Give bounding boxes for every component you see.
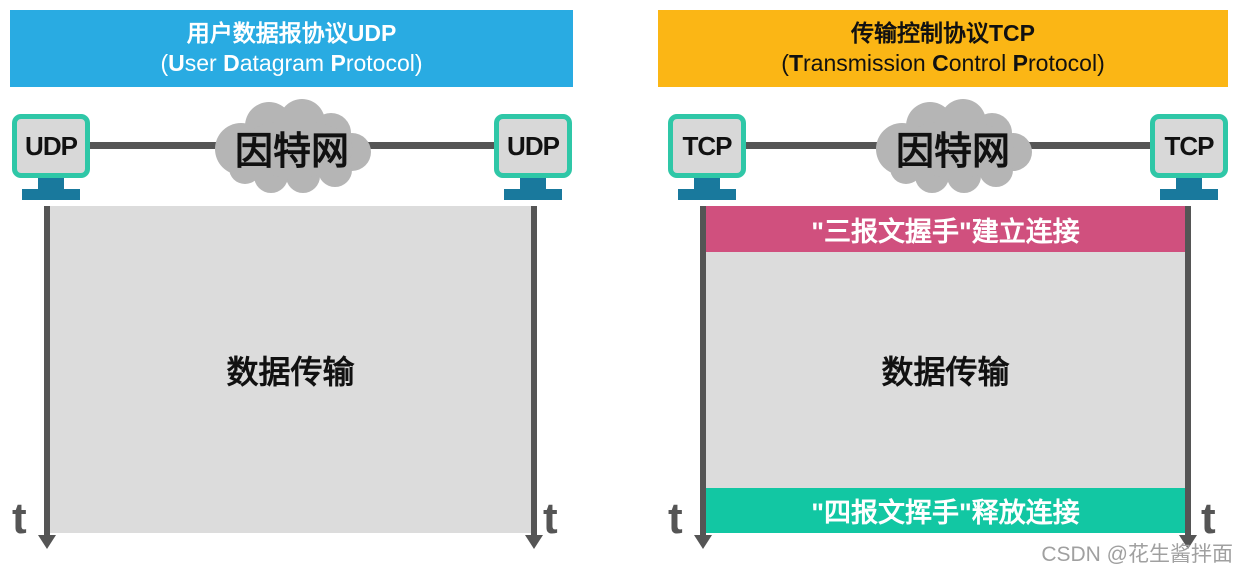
tcp-header: 传输控制协议TCP (Transmission Control Protocol… — [658, 10, 1228, 87]
arrow-head-icon — [525, 535, 543, 549]
arrow-head-icon — [694, 535, 712, 549]
subtitle-segment: rotocol — [1028, 49, 1098, 76]
tcp-header-title: 传输控制协议TCP — [851, 19, 1035, 46]
udp-time-label-left: t — [12, 494, 27, 543]
monitor-stand-neck — [694, 178, 720, 189]
subtitle-segment: atagram — [239, 49, 331, 76]
monitor-stand-base — [22, 189, 80, 200]
udp-data-transfer-box: 数据传输 — [47, 206, 534, 533]
udp-time-arrow-left — [38, 206, 56, 549]
cloud-label: 因特网 — [234, 130, 349, 173]
monitor-stand-neck — [1176, 178, 1202, 189]
subtitle-segment: rotocol — [345, 49, 415, 76]
host-label: TCP — [1164, 130, 1215, 161]
tcp-teardown-bar: "四报文挥手"释放连接 — [703, 488, 1188, 533]
monitor-screen: TCP — [1150, 114, 1228, 178]
subtitle-segment: C — [932, 49, 949, 76]
tcp-teardown-label: "四报文挥手"释放连接 — [811, 498, 1080, 528]
host-label: TCP — [682, 130, 733, 161]
cloud-label: 因特网 — [895, 130, 1010, 173]
tcp-time-label-left: t — [668, 494, 683, 543]
subtitle-segment: ( — [160, 49, 169, 76]
monitor-stand-base — [678, 189, 736, 200]
subtitle-segment: ontrol — [948, 49, 1013, 76]
monitor-screen: UDP — [494, 114, 572, 178]
subtitle-segment: U — [168, 49, 185, 76]
tcp-time-arrow-left — [694, 206, 712, 549]
monitor-screen: UDP — [12, 114, 90, 178]
subtitle-segment: ( — [781, 49, 789, 76]
udp-internet-cloud: 因特网 — [203, 97, 381, 197]
udp-data-transfer-label: 数据传输 — [226, 353, 355, 390]
arrow-head-icon — [1179, 535, 1197, 549]
tcp-host-right: TCP — [1150, 114, 1228, 200]
subtitle-segment: D — [223, 49, 240, 76]
tcp-data-transfer-box: "三报文握手"建立连接 数据传输 "四报文挥手"释放连接 — [703, 206, 1188, 533]
tcp-host-left: TCP — [668, 114, 746, 200]
watermark: CSDN @花生酱拌面 — [1041, 543, 1233, 566]
host-label: UDP — [507, 130, 560, 161]
subtitle-segment: ) — [1097, 49, 1105, 76]
tcp-handshake-label: "三报文握手"建立连接 — [811, 216, 1080, 247]
monitor-screen: TCP — [668, 114, 746, 178]
tcp-data-transfer-label: 数据传输 — [881, 353, 1010, 390]
tcp-handshake-bar: "三报文握手"建立连接 — [703, 206, 1188, 252]
tcp-time-label-right: t — [1201, 494, 1216, 543]
arrow-head-icon — [38, 535, 56, 549]
udp-host-right: UDP — [494, 114, 572, 200]
monitor-stand-base — [504, 189, 562, 200]
tcp-header-subtitle: (Transmission Control Protocol) — [781, 49, 1104, 79]
cloud-icon — [215, 99, 371, 193]
subtitle-segment: T — [788, 49, 803, 76]
udp-header: 用户数据报协议UDP (User Datagram Protocol) — [10, 10, 573, 87]
subtitle-segment: P — [1012, 49, 1029, 76]
udp-header-title: 用户数据报协议UDP — [186, 19, 397, 46]
host-label: UDP — [25, 130, 78, 161]
monitor-stand-base — [1160, 189, 1218, 200]
monitor-stand-neck — [38, 178, 64, 189]
tcp-time-arrow-right — [1179, 206, 1197, 549]
udp-time-arrow-right — [525, 206, 543, 549]
subtitle-segment: ser — [184, 49, 224, 76]
cloud-icon — [876, 99, 1032, 193]
tcp-internet-cloud: 因特网 — [864, 97, 1042, 197]
udp-host-left: UDP — [12, 114, 90, 200]
monitor-stand-neck — [520, 178, 546, 189]
subtitle-segment: P — [330, 49, 346, 76]
subtitle-segment: ) — [414, 49, 423, 76]
subtitle-segment: ransmission — [803, 49, 933, 76]
udp-header-subtitle: (User Datagram Protocol) — [160, 49, 422, 79]
udp-time-label-right: t — [543, 494, 558, 543]
